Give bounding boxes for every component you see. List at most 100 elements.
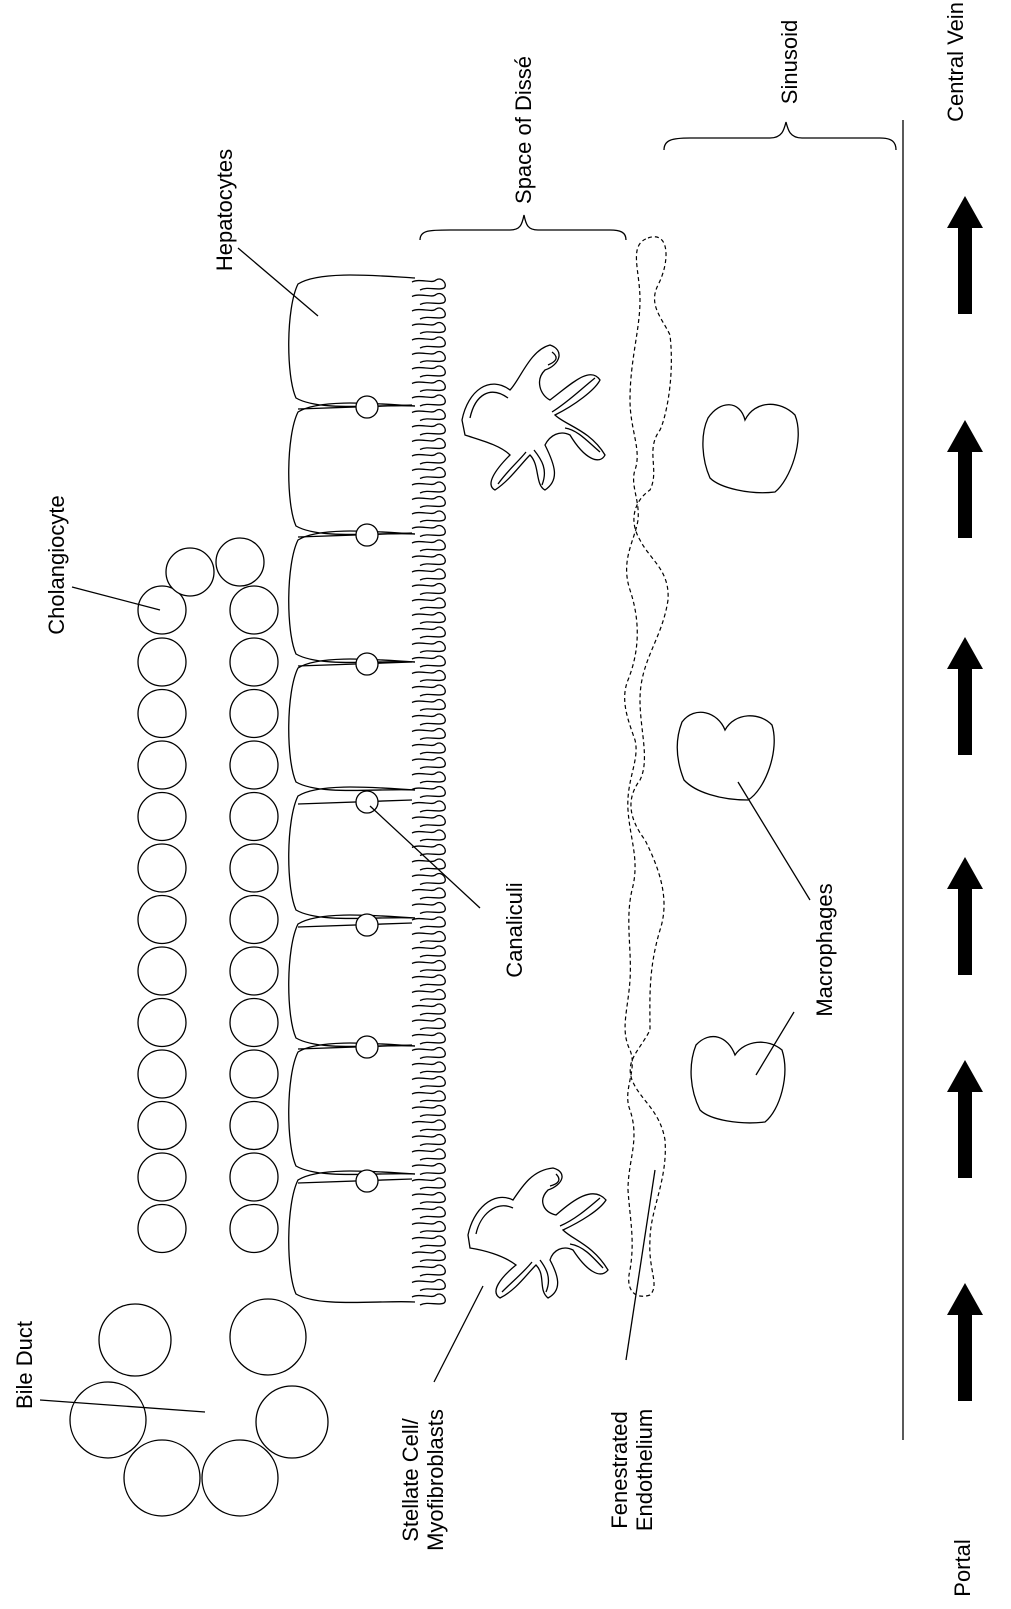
label-stellate-line1: Stellate Cell/ bbox=[398, 1417, 423, 1541]
microvillus bbox=[412, 656, 445, 667]
hepatocyte-microvilli bbox=[412, 279, 445, 1305]
cholangiocyte bbox=[138, 1153, 186, 1201]
microvillus bbox=[412, 1236, 445, 1247]
microvillus bbox=[412, 699, 445, 710]
canaliculi-leader bbox=[370, 806, 480, 908]
microvillus bbox=[412, 946, 445, 957]
microvillus bbox=[412, 1062, 445, 1073]
macrophage-top bbox=[703, 404, 798, 492]
microvillus bbox=[412, 366, 445, 377]
microvillus bbox=[412, 525, 445, 536]
hepatocyte bbox=[289, 1043, 415, 1175]
cholangiocyte-large bbox=[202, 1440, 278, 1516]
microvillus bbox=[412, 1149, 445, 1160]
microvillus bbox=[412, 467, 445, 478]
microvillus bbox=[412, 1004, 445, 1015]
microvillus bbox=[412, 1221, 445, 1232]
hepatocytes-leader bbox=[238, 248, 318, 316]
label-central-vein: Central Vein bbox=[943, 2, 968, 122]
fenestrated-leader bbox=[626, 1170, 655, 1360]
cholangiocyte-large bbox=[230, 1299, 306, 1375]
microvillus bbox=[412, 1265, 445, 1276]
microvillus bbox=[412, 1091, 445, 1102]
microvillus bbox=[412, 1207, 445, 1218]
microvillus bbox=[412, 902, 445, 913]
flow-arrow-icon bbox=[947, 1060, 983, 1178]
hepatocyte bbox=[289, 915, 415, 1047]
canaliculi-group bbox=[298, 396, 412, 1192]
cholangiocyte bbox=[230, 690, 278, 738]
microvillus bbox=[412, 830, 445, 841]
macrophages-leader-top bbox=[738, 782, 810, 900]
stellate-cell-bottom bbox=[468, 1168, 608, 1298]
cholangiocyte bbox=[230, 947, 278, 995]
hepatocyte bbox=[289, 787, 415, 919]
cholangiocyte bbox=[230, 1050, 278, 1098]
microvillus bbox=[412, 801, 445, 812]
label-bile-duct: Bile Duct bbox=[12, 1321, 37, 1409]
hepatocyte bbox=[289, 275, 415, 407]
flow-arrows bbox=[947, 196, 983, 1401]
microvillus bbox=[412, 786, 445, 797]
microvillus bbox=[412, 1134, 445, 1145]
label-cholangiocyte: Cholangiocyte bbox=[44, 495, 69, 634]
cholangiocyte bbox=[230, 638, 278, 686]
microvillus bbox=[412, 1120, 445, 1131]
flow-arrow-icon bbox=[947, 857, 983, 975]
cholangiocyte bbox=[138, 793, 186, 841]
microvillus bbox=[412, 453, 445, 464]
cholangiocyte bbox=[138, 896, 186, 944]
microvillus bbox=[412, 511, 445, 522]
cholangiocyte bbox=[138, 999, 186, 1047]
microvillus bbox=[412, 757, 445, 768]
cholangiocyte-large bbox=[124, 1440, 200, 1516]
microvillus bbox=[412, 1163, 445, 1174]
stellate-cell-top bbox=[462, 345, 605, 490]
cholangiocyte bbox=[230, 896, 278, 944]
cholangiocyte bbox=[230, 586, 278, 634]
microvillus bbox=[412, 975, 445, 986]
label-sinusoid: Sinusoid bbox=[777, 20, 802, 104]
hepatocyte bbox=[289, 1171, 415, 1303]
cell-junction bbox=[298, 1179, 412, 1183]
stellate-leader bbox=[434, 1286, 483, 1382]
hepatocyte bbox=[289, 659, 415, 791]
microvillus bbox=[412, 612, 445, 623]
microvillus bbox=[412, 670, 445, 681]
microvillus bbox=[412, 931, 445, 942]
cholangiocyte bbox=[230, 1153, 278, 1201]
cholangiocyte bbox=[138, 690, 186, 738]
microvillus bbox=[412, 337, 445, 348]
microvillus bbox=[412, 598, 445, 609]
cholangiocyte bbox=[230, 1205, 278, 1253]
canaliculus bbox=[356, 914, 378, 936]
cholangiocyte bbox=[230, 741, 278, 789]
cholangiocyte bbox=[138, 1205, 186, 1253]
microvillus bbox=[412, 1076, 445, 1087]
label-fenestrated-line2: Endothelium bbox=[632, 1409, 657, 1531]
hepatocyte bbox=[289, 531, 415, 663]
label-space-of-disse: Space of Dissé bbox=[511, 56, 536, 204]
cholangiocyte bbox=[138, 844, 186, 892]
cholangiocyte-large bbox=[256, 1386, 328, 1458]
hepatocyte-plate bbox=[289, 275, 415, 1303]
label-fenestrated-line1: Fenestrated bbox=[607, 1411, 632, 1528]
microvillus bbox=[412, 1192, 445, 1203]
cholangiocyte bbox=[138, 1050, 186, 1098]
microvillus bbox=[412, 627, 445, 638]
cell-junction bbox=[298, 800, 412, 804]
label-portal: Portal bbox=[950, 1539, 975, 1596]
cholangiocyte-large bbox=[99, 1304, 171, 1376]
microvillus bbox=[412, 279, 445, 290]
microvillus bbox=[412, 1250, 445, 1261]
microvillus bbox=[412, 1047, 445, 1058]
cholangiocyte bbox=[138, 947, 186, 995]
microvillus bbox=[412, 395, 445, 406]
fenestrated-endothelium bbox=[625, 237, 672, 1297]
microvillus bbox=[412, 815, 445, 826]
canaliculus bbox=[356, 653, 378, 675]
microvillus bbox=[412, 322, 445, 333]
microvillus bbox=[412, 1279, 445, 1290]
hepatocyte bbox=[289, 403, 415, 535]
